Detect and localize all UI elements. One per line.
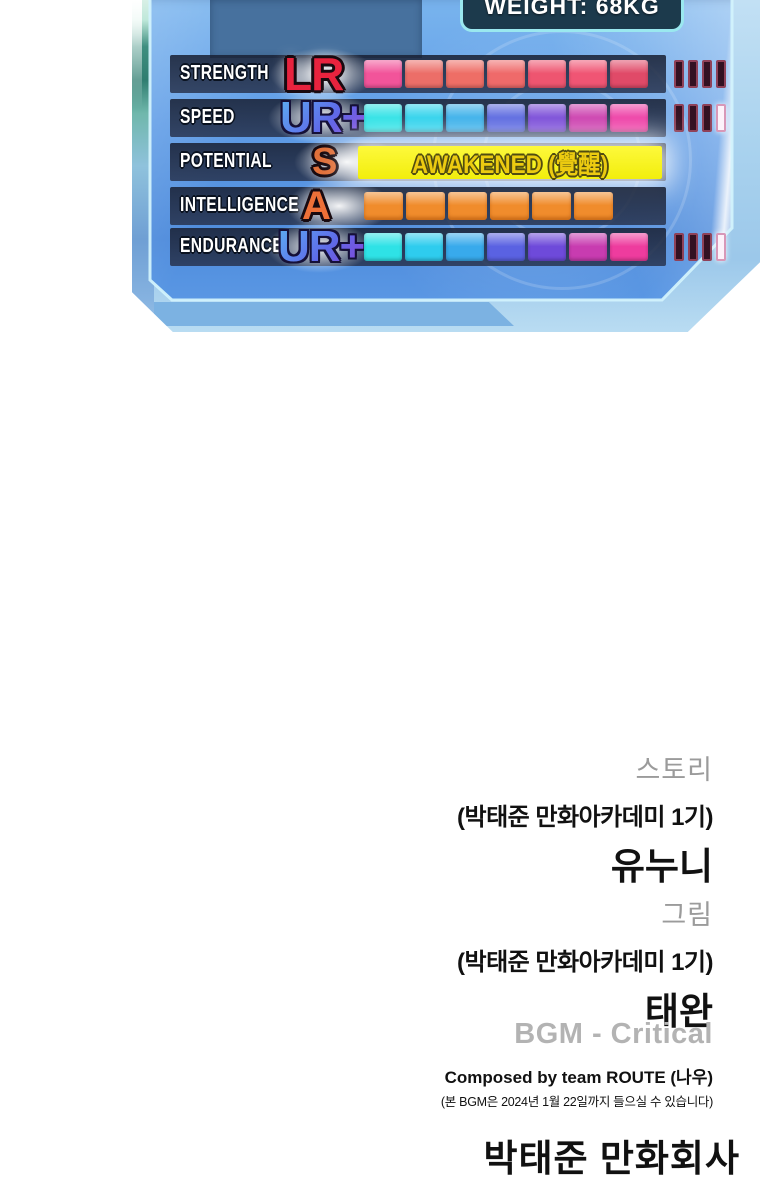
stat-bar-segment [487,60,525,88]
stat-panel: WEIGHT: 68KG STRENGTH LR SPEED UR+ POTEN… [132,0,760,332]
stat-bar-segment [446,104,484,132]
end-cell-dark [674,104,684,132]
stat-grade: UR+ [278,220,365,274]
stat-row-speed: SPEED UR+ [132,91,760,149]
stat-bar [364,60,648,88]
end-cell-dark [688,104,698,132]
stat-bar-segment [405,60,443,88]
stat-bar-segment [364,192,403,220]
stat-label: SPEED [180,106,235,128]
stat-bar-segment [487,104,525,132]
end-cell-lit [716,233,726,261]
stat-row-potential: POTENTIAL S AWAKENED (覺醒) [132,135,760,193]
panel-frame-highlight [132,0,142,120]
panel-frame-band [154,302,514,326]
stat-bar-segment [448,192,487,220]
stat-bar [364,104,648,132]
end-cell-dark [688,60,698,88]
stat-end-cells [674,233,726,261]
end-cell-dark [674,60,684,88]
credit-role-art: 그림 [661,900,713,930]
stat-grade: S [312,141,337,183]
weight-label: WEIGHT: 68KG [484,0,660,19]
credit-name-story: 유누니 [610,846,713,887]
credit-block-bgm: BGM - Critical Composed by team ROUTE (나… [441,1018,713,1110]
stat-bar-segment [610,60,648,88]
stat-bar-segment [574,192,613,220]
end-cell-dark [702,104,712,132]
awakened-bar: AWAKENED (覺醒) [358,146,662,179]
stat-label: INTELLIGENCE [180,194,300,216]
stat-bar-segment [446,233,484,261]
stat-bar-segment [528,233,566,261]
stat-bar-segment [490,192,529,220]
stat-bar-segment [569,60,607,88]
stat-bar-segment [528,60,566,88]
stat-grade: UR+ [280,91,367,145]
credit-block-art: 그림 (박태준 만화아카데미 1기) 태완 [457,893,713,1035]
stat-bar-segment [406,192,445,220]
stat-bar-segment [446,60,484,88]
end-cell-dark [688,233,698,261]
end-cell-dark [716,60,726,88]
stat-label: STRENGTH [180,62,269,84]
stat-bar-segment [487,233,525,261]
stat-end-cells [674,104,726,132]
stat-bar-segment [610,233,648,261]
stat-bar-segment [364,233,402,261]
end-cell-lit [716,104,726,132]
credit-block-story: 스토리 (박태준 만화아카데미 1기) 유누니 [457,748,713,890]
credit-role-story: 스토리 [635,755,713,785]
credit-affiliation-art: (박태준 만화아카데미 1기) [457,949,713,976]
bgm-notice: (본 BGM은 2024년 1월 22일까지 들으실 수 있습니다) [440,1095,713,1109]
stat-bar-segment [528,104,566,132]
stat-bar-segment [364,104,402,132]
stat-bar-segment [569,233,607,261]
bgm-title: BGM - Critical [514,1018,713,1050]
stat-bar [364,192,613,220]
stat-label: ENDURANCE [180,235,284,257]
stat-bar-segment [532,192,571,220]
grade-glow [264,220,374,274]
stat-row-strength: STRENGTH LR [132,47,760,105]
stat-bar-segment [405,233,443,261]
stat-row-endurance: ENDURANCE UR+ [132,220,760,278]
stat-label: POTENTIAL [180,150,272,172]
end-cell-dark [674,233,684,261]
credit-name-art: 태완 [644,991,713,1032]
stat-bar-segment [569,104,607,132]
stat-end-cells [674,60,726,88]
stat-bar [364,233,648,261]
end-cell-dark [702,233,712,261]
company-name: 박태준 만화회사 [483,1138,740,1179]
end-cell-dark [702,60,712,88]
stat-bar-segment [610,104,648,132]
credit-affiliation-story: (박태준 만화아카데미 1기) [457,804,713,831]
stat-bar-segment [405,104,443,132]
bgm-composer: Composed by team ROUTE (나우) [444,1068,713,1087]
stat-bar-segment [364,60,402,88]
awakened-label: AWAKENED (覺醒) [411,150,609,179]
weight-box: WEIGHT: 68KG [460,0,684,32]
